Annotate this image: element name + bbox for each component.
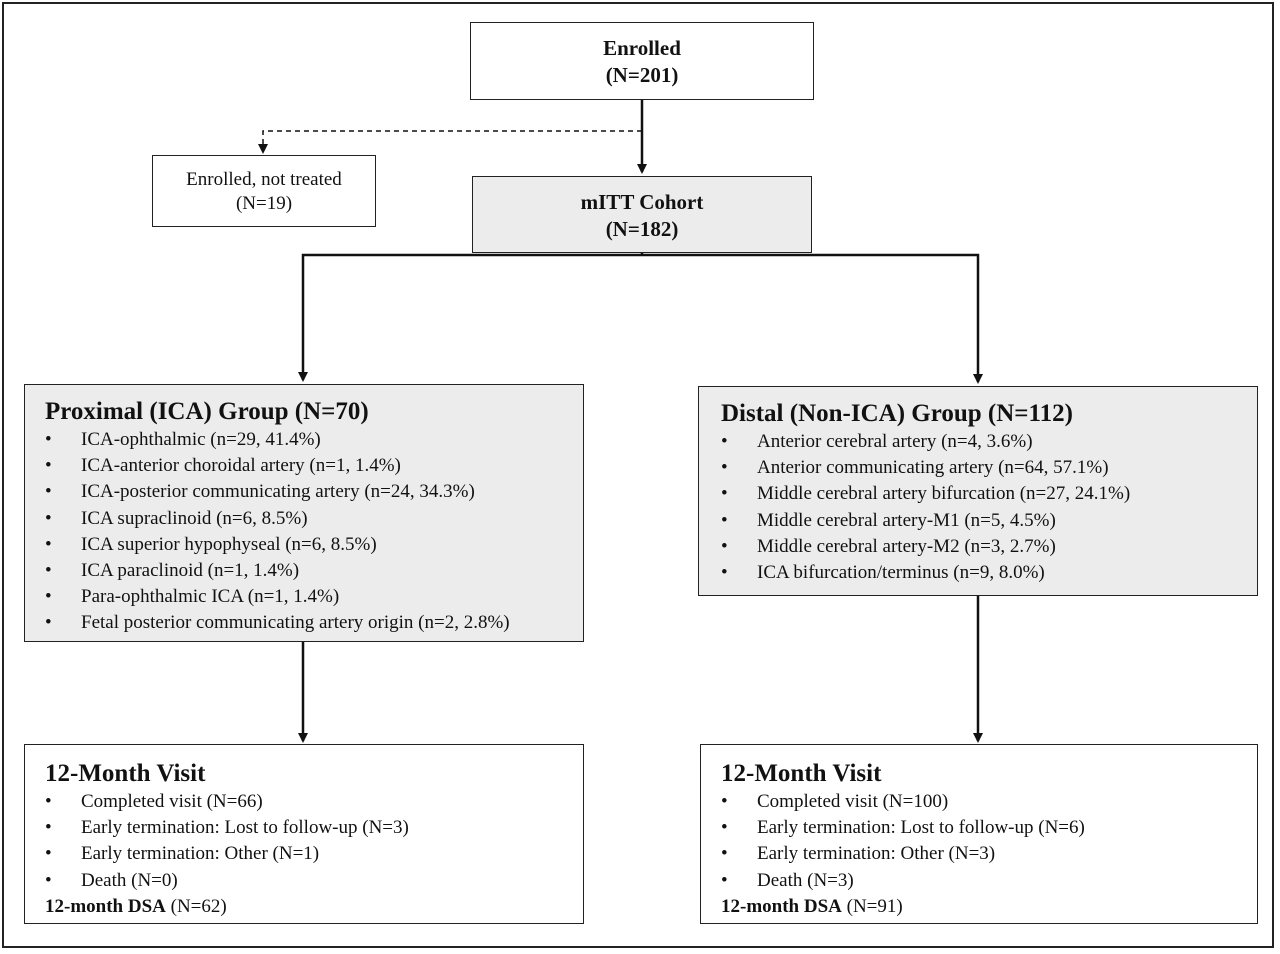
distal-list-item: • ICA bifurcation/terminus (n=9, 8.0%) [721, 560, 1257, 586]
arrow-enrolled-to-not-treated [258, 130, 642, 154]
proximal-list: • ICA-ophthalmic (n=29, 41.4%) • ICA-anteri… [45, 427, 583, 637]
bullet-icon: • [45, 533, 52, 555]
proximal-visit-title: 12-Month Visit [45, 760, 206, 787]
bullet-icon: • [721, 483, 728, 505]
proximal-list-item-text: ICA-ophthalmic (n=29, 41.4%) [81, 429, 321, 450]
distal-visit-item-text: Early termination: Lost to follow-up (N=… [757, 817, 1085, 839]
distal-visit-item: • Death (N=3) [721, 868, 1257, 894]
proximal-group-title: Proximal (ICA) Group (N=70) [45, 398, 369, 425]
bullet-icon: • [45, 843, 52, 865]
proximal-visit-list: • Completed visit (N=66) • Early terminatio… [45, 789, 583, 894]
proximal-list-item-text: ICA paraclinoid (n=1, 1.4%) [81, 560, 300, 582]
proximal-list-item-text: ICA-anterior choroidal artery (n=1, 1.4%… [81, 455, 401, 477]
bullet-icon: • [721, 535, 728, 557]
bullet-icon: • [721, 431, 728, 452]
distal-list-item-text: Anterior cerebral artery (n=4, 3.6%) [757, 431, 1033, 452]
distal-list-item: • Middle cerebral artery-M1 (n=5, 4.5%) [721, 508, 1257, 534]
distal-list-item: • Anterior communicating artery (n=64, 57… [721, 455, 1257, 481]
proximal-dsa-label: 12-month DSA [45, 895, 166, 917]
bullet-icon: • [45, 869, 52, 891]
distal-list-item-text: Middle cerebral artery-M1 (n=5, 4.5%) [757, 509, 1056, 531]
enrolled-box: Enrolled (N=201) [470, 22, 814, 100]
bullet-icon: • [45, 429, 52, 450]
proximal-visit-item: • Completed visit (N=66) [45, 789, 583, 815]
bullet-icon: • [721, 817, 728, 839]
proximal-visit-item: • Death (N=0) [45, 868, 583, 894]
enrolled-count: (N=201) [605, 63, 679, 87]
proximal-dsa-count: (N=62) [165, 895, 227, 917]
proximal-list-item-text: ICA-posterior communicating artery (n=24… [81, 481, 475, 503]
distal-list-item-text: ICA bifurcation/terminus (n=9, 8.0%) [757, 562, 1045, 584]
distal-visit-item-text: Completed visit (N=100) [757, 791, 949, 812]
proximal-list-item-text: ICA supraclinoid (n=6, 8.5%) [81, 507, 308, 529]
not-treated-box: Enrolled, not treated (N=19) [152, 155, 376, 227]
proximal-list-item: • ICA supraclinoid (n=6, 8.5%) [45, 506, 583, 532]
proximal-visit-item: • Early termination: Lost to follow-up (N… [45, 815, 583, 841]
bullet-icon: • [45, 612, 52, 634]
distal-visit-item-text: Early termination: Other (N=3) [757, 843, 996, 865]
not-treated-count: (N=19) [235, 193, 293, 214]
bullet-icon: • [45, 507, 52, 529]
bullet-icon: • [45, 586, 52, 608]
bullet-icon: • [721, 457, 728, 479]
proximal-list-item: • ICA-ophthalmic (n=29, 41.4%) [45, 427, 583, 453]
distal-visit-item: • Completed visit (N=100) [721, 789, 1257, 815]
distal-list-item: • Middle cerebral artery-M2 (n=3, 2.7%) [721, 534, 1257, 560]
distal-list-item: • Middle cerebral artery bifurcation (n=2… [721, 481, 1257, 507]
proximal-list-item: • ICA-anterior choroidal artery (n=1, 1.4… [45, 453, 583, 479]
arrow-mitt-to-distal [642, 253, 983, 384]
distal-list-item: • Anterior cerebral artery (n=4, 3.6%) [721, 429, 1257, 455]
distal-group-title: Distal (Non-ICA) Group (N=112) [721, 400, 1073, 427]
distal-list-item-text: Middle cerebral artery bifurcation (n=27… [757, 483, 1131, 505]
proximal-visit-item: • Early termination: Other (N=1) [45, 841, 583, 867]
bullet-icon: • [721, 791, 728, 812]
proximal-list-item: • ICA paraclinoid (n=1, 1.4%) [45, 558, 583, 584]
proximal-list-item: • ICA-posterior communicating artery (n=2… [45, 479, 583, 505]
arrow-mitt-to-proximal [298, 253, 642, 382]
proximal-list-item-text: Para-ophthalmic ICA (n=1, 1.4%) [81, 586, 340, 608]
enrolled-label: Enrolled [603, 36, 681, 60]
distal-visit-item: • Early termination: Other (N=3) [721, 841, 1257, 867]
bullet-icon: • [721, 562, 728, 584]
distal-list-item-text: Middle cerebral artery-M2 (n=3, 2.7%) [757, 535, 1056, 557]
bullet-icon: • [45, 791, 52, 812]
proximal-group-box: Proximal (ICA) Group (N=70) • ICA-ophthal… [24, 384, 584, 642]
mitt-label: mITT Cohort [580, 190, 704, 214]
bullet-icon: • [45, 817, 52, 839]
proximal-visit-item-text: Early termination: Lost to follow-up (N=… [81, 817, 409, 839]
bullet-icon: • [45, 560, 52, 582]
bullet-icon: • [45, 455, 52, 477]
distal-visit-item: • Early termination: Lost to follow-up (N… [721, 815, 1257, 841]
not-treated-label: Enrolled, not treated [186, 169, 342, 190]
proximal-visit-box: 12-Month Visit • Completed visit (N=66) • E… [24, 744, 584, 924]
proximal-visit-item-text: Completed visit (N=66) [81, 791, 263, 812]
bullet-icon: • [721, 869, 728, 891]
proximal-list-item-text: ICA superior hypophyseal (n=6, 8.5%) [81, 533, 377, 555]
proximal-dsa: 12-month DSA (N=62) [45, 894, 583, 920]
proximal-list-item: • ICA superior hypophyseal (n=6, 8.5%) [45, 532, 583, 558]
distal-visit-box: 12-Month Visit •Completed visit (N=100)•… [700, 744, 1258, 924]
distal-dsa: 12-month DSA (N=91) [721, 894, 1257, 920]
distal-dsa-label: 12-month DSA [721, 895, 842, 917]
proximal-visit-item-text: Early termination: Other (N=1) [81, 843, 320, 865]
distal-list: • Anterior cerebral artery (n=4, 3.6%) • An… [721, 429, 1257, 586]
bullet-icon: • [45, 481, 52, 503]
bullet-icon: • [721, 509, 728, 531]
distal-visit-item-text: Death (N=3) [757, 869, 854, 891]
proximal-list-item-text: Fetal posterior communicating artery ori… [81, 612, 510, 634]
distal-visit-list: • Completed visit (N=100) • Early terminati… [721, 789, 1257, 894]
mitt-count: (N=182) [605, 217, 679, 241]
proximal-visit-item-text: Death (N=0) [81, 869, 178, 891]
distal-group-box: Distal (Non-ICA) Group (N=112) • Anterior… [698, 386, 1258, 596]
mitt-cohort-box: mITT Cohort (N=182) [472, 176, 812, 253]
proximal-list-item: • Fetal posterior communicating artery or… [45, 610, 583, 636]
distal-dsa-count: (N=91) [841, 895, 903, 917]
distal-list-item-text: Anterior communicating artery (n=64, 57.… [757, 457, 1109, 479]
bullet-icon: • [721, 843, 728, 865]
distal-visit-title: 12-Month Visit [721, 760, 882, 787]
proximal-list-item: • Para-ophthalmic ICA (n=1, 1.4%) [45, 584, 583, 610]
